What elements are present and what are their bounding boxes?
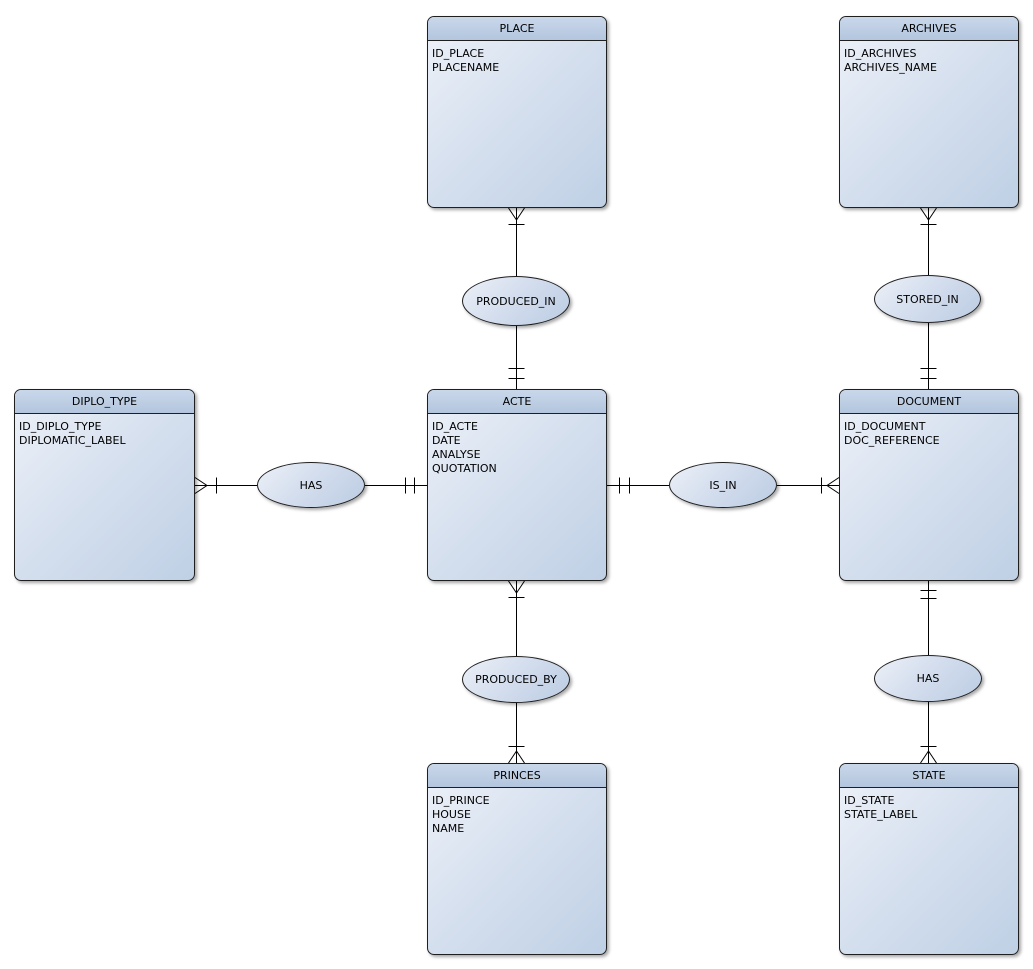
entity-title: STATE (840, 764, 1018, 788)
relationship-produced-by[interactable]: PRODUCED_BY (462, 656, 570, 703)
attribute: ID_DOCUMENT (844, 420, 926, 433)
entity-document[interactable]: DOCUMENT ID_DOCUMENT DOC_REFERENCE (839, 389, 1019, 581)
entity-attributes: ID_ARCHIVES ARCHIVES_NAME (840, 41, 1018, 75)
relationship-label: STORED_IN (896, 292, 959, 306)
entity-title: DIPLO_TYPE (15, 390, 194, 414)
entity-attributes: ID_DIPLO_TYPE DIPLOMATIC_LABEL (15, 414, 194, 448)
relationship-label: PRODUCED_BY (475, 673, 557, 686)
entity-attributes: ID_ACTE DATE ANALYSE QUOTATION (428, 414, 606, 476)
relationship-label: IS_IN (709, 478, 737, 492)
attribute: ID_PRINCE (432, 794, 490, 807)
entity-place[interactable]: PLACE ID_PLACE PLACENAME (427, 16, 607, 208)
entity-title: PRINCES (428, 764, 606, 788)
attribute: STATE_LABEL (844, 808, 918, 821)
entity-state[interactable]: STATE ID_STATE STATE_LABEL (839, 763, 1019, 955)
entity-attributes: ID_DOCUMENT DOC_REFERENCE (840, 414, 1018, 448)
entity-attributes: ID_STATE STATE_LABEL (840, 788, 1018, 822)
relationship-label: PRODUCED_IN (476, 294, 556, 308)
connector-acte-produced-by-princes (508, 580, 525, 764)
attribute: HOUSE (432, 808, 471, 821)
relationship-is-in[interactable]: IS_IN (669, 462, 777, 508)
relationship-produced-in[interactable]: PRODUCED_IN (462, 276, 570, 326)
entity-title: ARCHIVES (840, 17, 1018, 41)
attribute: PLACENAME (432, 61, 500, 74)
entity-title: ACTE (428, 390, 606, 414)
connector-acte-is-in-document (607, 477, 840, 494)
connector-archives-stored-in-document (920, 207, 937, 389)
attribute: ID_ARCHIVES (844, 47, 917, 60)
entity-attributes: ID_PRINCE HOUSE NAME (428, 788, 606, 836)
attribute: DOC_REFERENCE (844, 434, 940, 447)
connector-diplo-type-has-acte (194, 477, 427, 494)
attribute: ID_STATE (844, 794, 895, 807)
attribute: ID_DIPLO_TYPE (19, 420, 102, 433)
attribute: NAME (432, 822, 465, 835)
entity-diplo-type[interactable]: DIPLO_TYPE ID_DIPLO_TYPE DIPLOMATIC_LABE… (14, 389, 195, 581)
attribute: ANALYSE (432, 448, 481, 461)
attribute: QUOTATION (432, 462, 497, 475)
relationship-label: HAS (916, 672, 940, 685)
relationship-has-diplo-type[interactable]: HAS (257, 462, 365, 508)
entity-acte[interactable]: ACTE ID_ACTE DATE ANALYSE QUOTATION (427, 389, 607, 581)
attribute: DATE (432, 434, 461, 447)
entity-attributes: ID_PLACE PLACENAME (428, 41, 606, 75)
relationship-stored-in[interactable]: STORED_IN (874, 275, 981, 323)
attribute: ID_ACTE (432, 420, 478, 433)
connector-document-has-state (920, 581, 937, 764)
entity-archives[interactable]: ARCHIVES ID_ARCHIVES ARCHIVES_NAME (839, 16, 1019, 208)
entity-princes[interactable]: PRINCES ID_PRINCE HOUSE NAME (427, 763, 607, 955)
attribute: ARCHIVES_NAME (844, 61, 937, 74)
connector-place-produced-in-acte (508, 207, 525, 389)
entity-title: DOCUMENT (840, 390, 1018, 414)
attribute: ID_PLACE (432, 47, 485, 60)
entity-title: PLACE (428, 17, 606, 41)
relationship-has-state[interactable]: HAS (874, 655, 982, 702)
relationship-label: HAS (299, 478, 323, 492)
attribute: DIPLOMATIC_LABEL (19, 434, 126, 447)
